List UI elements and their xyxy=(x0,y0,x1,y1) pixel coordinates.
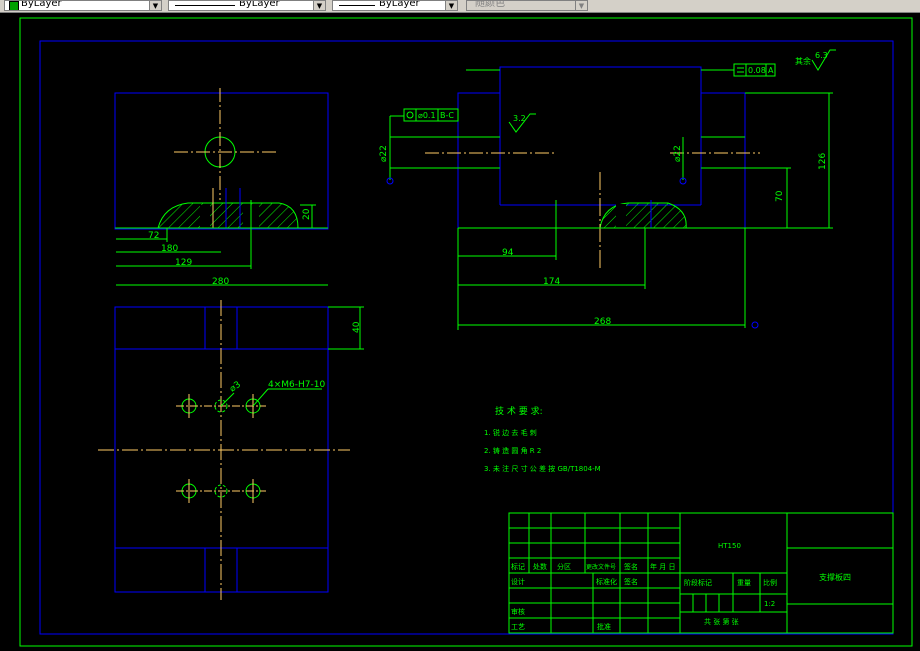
roughness-symbol-icon xyxy=(508,113,536,133)
notes-title: 技 术 要 求: xyxy=(495,405,543,417)
side-view: 94 174 268 70 126 ⌀22 ⌀22 ⌀0.1 B-C xyxy=(379,49,836,330)
part-name: 支撑板四 xyxy=(819,572,851,582)
technical-notes: 技 术 要 求: 1. 锐 边 去 毛 刺 2. 铸 造 圆 角 R 2 3. … xyxy=(484,405,601,473)
material: HT150 xyxy=(718,542,741,550)
tol-flat-datum: A xyxy=(768,66,774,75)
tb-count: 处数 xyxy=(533,562,547,571)
tb-scale-label: 比例 xyxy=(763,578,777,587)
roughness-corner-value: 6.3 xyxy=(815,51,828,60)
tb-zone: 分区 xyxy=(557,562,571,571)
tol-pos-datum: B-C xyxy=(440,111,454,120)
tb-sign: 签名 xyxy=(624,562,638,571)
tb-design: 设计 xyxy=(511,577,525,586)
dim-180: 180 xyxy=(161,244,178,254)
tb-mark: 标记 xyxy=(511,562,525,571)
tb-sign2: 签名 xyxy=(624,577,638,586)
lineweight-sample-icon xyxy=(339,5,375,6)
linetype-dropdown[interactable]: ByLayer ▼ xyxy=(168,0,326,11)
tol-pos-value: ⌀0.1 xyxy=(418,111,436,120)
dim-40: 40 xyxy=(352,321,362,333)
dim-72: 72 xyxy=(148,231,159,241)
top-view: 72 180 129 280 20 xyxy=(114,88,329,287)
bolt-hole-pattern xyxy=(176,394,266,503)
front-view: ⌀3 4×M6-H7-10 40 xyxy=(98,300,364,600)
roughness-corner-icon xyxy=(811,49,836,71)
linetype-sample-icon xyxy=(175,5,235,6)
chevron-down-icon[interactable]: ▼ xyxy=(575,1,587,10)
tb-standardize: 标准化 xyxy=(596,577,617,586)
linetype-value: ByLayer xyxy=(239,0,280,9)
color-dropdown[interactable]: ByLayer ▼ xyxy=(4,0,162,11)
dim-holes: 4×M6-H7-10 xyxy=(268,380,325,390)
tol-flat-value: 0.08 xyxy=(748,66,766,75)
note-1: 1. 锐 边 去 毛 刺 xyxy=(484,428,537,437)
dim-280: 280 xyxy=(212,277,229,287)
dim-70: 70 xyxy=(775,190,785,202)
note-2: 2. 铸 造 圆 角 R 2 xyxy=(484,446,541,455)
dim-20: 20 xyxy=(302,208,312,220)
dim-phi3: ⌀3 xyxy=(228,380,243,395)
lineweight-value: ByLayer xyxy=(379,0,420,9)
tb-stage: 阶段标记 xyxy=(684,578,712,587)
dim-129: 129 xyxy=(175,258,192,268)
position-symbol-icon xyxy=(406,111,414,119)
tb-review: 审核 xyxy=(511,607,525,616)
drawing-canvas[interactable]: 72 180 129 280 20 xyxy=(0,12,920,651)
title-block xyxy=(508,512,894,634)
color-swatch-icon xyxy=(9,1,19,10)
tb-process: 工艺 xyxy=(511,623,525,631)
color-value: ByLayer xyxy=(21,0,62,9)
section-hatch xyxy=(157,202,299,229)
lineweight-dropdown[interactable]: ByLayer ▼ xyxy=(332,0,458,11)
plotstyle-value: 随颜色 xyxy=(475,0,505,9)
roughness-center: 3.2 xyxy=(513,114,526,123)
tb-scale-value: 1:2 xyxy=(764,600,775,608)
dim-dia22-left: ⌀22 xyxy=(379,145,389,162)
dim-174: 174 xyxy=(543,277,560,287)
chevron-down-icon[interactable]: ▼ xyxy=(149,1,161,10)
plotstyle-dropdown[interactable]: 随颜色 ▼ xyxy=(466,0,588,11)
tolerance-frame-position xyxy=(403,108,459,122)
sheet-border xyxy=(39,40,894,635)
tb-approve: 批准 xyxy=(597,622,611,631)
tb-date: 年 月 日 xyxy=(650,562,675,571)
title-block-text: HT150 支撑板四 标记 处数 分区 更改文件号 签名 年 月 日 设计 标准… xyxy=(511,542,851,631)
dim-268: 268 xyxy=(594,317,611,327)
properties-toolbar: ByLayer ▼ ByLayer ▼ ByLayer ▼ 随颜色 ▼ xyxy=(0,0,920,13)
chevron-down-icon[interactable]: ▼ xyxy=(445,1,457,10)
dim-94: 94 xyxy=(502,248,514,258)
sheet-outer-frame xyxy=(19,17,913,647)
tb-change: 更改文件号 xyxy=(586,563,616,571)
dim-dia22-right: ⌀22 xyxy=(673,145,683,162)
tb-sheets: 共 张 第 张 xyxy=(704,617,739,626)
roughness-corner-label: 其余 xyxy=(795,56,811,66)
tb-weight: 重量 xyxy=(737,579,751,587)
note-3: 3. 未 注 尺 寸 公 差 按 GB/T1804-M xyxy=(484,464,601,473)
tolerance-frame-flatness xyxy=(733,63,776,77)
dim-126: 126 xyxy=(818,153,828,170)
chevron-down-icon[interactable]: ▼ xyxy=(313,1,325,10)
